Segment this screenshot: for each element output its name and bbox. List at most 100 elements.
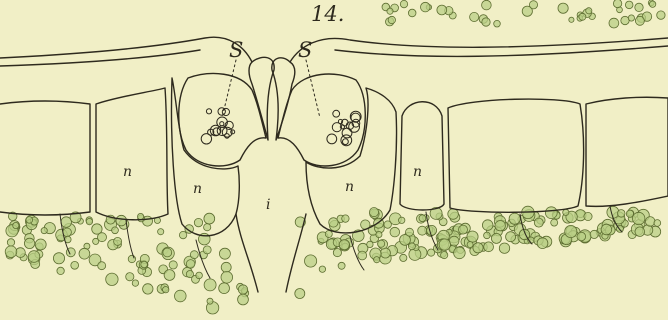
chloroplast (186, 260, 195, 269)
chloroplast (35, 239, 46, 250)
chloroplast (41, 228, 47, 234)
label-cell-n: n (123, 165, 132, 179)
label-stoma-right: S (298, 40, 312, 61)
label-cell-n: n (413, 165, 422, 179)
chloroplast (482, 220, 493, 231)
leader-line-right (306, 60, 320, 118)
chloroplast (219, 283, 230, 294)
chloroplast (499, 243, 509, 253)
chamber-edge (286, 214, 306, 292)
chloroplast (400, 254, 407, 261)
chloroplast (71, 261, 79, 269)
organelle (220, 122, 224, 126)
chloroplast (537, 238, 548, 249)
chloroplast (196, 272, 203, 279)
chloroplast (126, 273, 134, 281)
chloroplast (494, 20, 501, 27)
chloroplast (132, 280, 138, 286)
chloroplast (86, 218, 92, 224)
chloroplast (367, 241, 373, 247)
chloroplast (339, 240, 349, 250)
chloroplast (204, 224, 211, 231)
chloroplast (635, 227, 645, 237)
chloroplast (427, 225, 437, 235)
cell-outline (171, 78, 239, 236)
chloroplast (319, 266, 325, 272)
chloroplast (534, 218, 543, 227)
chloroplast (338, 262, 345, 269)
organelle (206, 109, 211, 114)
chloroplast (369, 208, 378, 217)
chloroplast (473, 243, 483, 253)
chloroplast (569, 17, 574, 22)
chloroplast (545, 207, 557, 219)
chloroplast (378, 240, 385, 247)
chloroplast (482, 0, 492, 10)
chloroplast (106, 273, 118, 285)
chloroplast (238, 294, 249, 305)
chloroplast (529, 1, 537, 9)
chloroplast (305, 255, 317, 267)
chloroplast (495, 221, 505, 231)
chloroplast (408, 243, 415, 250)
chloroplast (428, 249, 435, 256)
chloroplast (657, 11, 665, 19)
chloroplast (163, 287, 169, 293)
chloroplast (459, 225, 468, 234)
chloroplast (418, 226, 427, 235)
figure-number: 14. (311, 4, 344, 25)
chloroplast (325, 231, 332, 238)
chloroplast (613, 0, 621, 8)
chloroplast (579, 13, 586, 20)
chloroplast (419, 215, 426, 222)
organelle (327, 134, 337, 144)
chloroplast (565, 225, 577, 237)
chloroplast (577, 232, 586, 241)
chloroplast (551, 219, 558, 226)
chloroplast (649, 1, 655, 7)
chloroplast (13, 222, 19, 228)
chloroplast (448, 209, 459, 220)
chloroplast (482, 18, 490, 26)
chloroplast (645, 217, 655, 227)
chloroplast (506, 232, 516, 242)
chloroplast (333, 249, 341, 257)
chloroplast (57, 267, 64, 274)
chloroplast (484, 232, 491, 239)
chloroplast (114, 237, 122, 245)
chloroplast (207, 298, 213, 304)
chloroplast (399, 217, 405, 223)
chloroplast (470, 12, 479, 21)
chloroplast (387, 8, 393, 14)
chloroplast (295, 289, 305, 299)
chloroplast (584, 212, 592, 220)
cell-outline (448, 99, 584, 212)
chloroplast (164, 270, 175, 281)
chloroplast (143, 284, 153, 294)
chloroplast (358, 251, 367, 260)
chloroplast (163, 248, 172, 257)
chloroplast (194, 218, 202, 226)
chloroplast (563, 209, 569, 215)
chloroplast (439, 239, 450, 250)
cell-outline (400, 102, 444, 210)
chloroplast (186, 271, 193, 278)
chloroplast (128, 255, 135, 262)
mesophyll-wall (126, 220, 134, 258)
chloroplast (63, 228, 72, 237)
chloroplast (635, 16, 644, 25)
chloroplast (628, 15, 634, 21)
chloroplast (467, 242, 473, 248)
chamber-edge (236, 214, 258, 292)
chloroplast (175, 290, 187, 302)
chloroplast (654, 220, 661, 227)
cell-outline (306, 88, 397, 233)
chloroplast (390, 227, 400, 237)
chloroplast (509, 213, 520, 224)
chloroplast (24, 238, 34, 248)
chloroplast (558, 3, 568, 13)
chloroplast (179, 231, 186, 238)
chloroplast (26, 217, 33, 224)
chloroplast (221, 262, 231, 272)
